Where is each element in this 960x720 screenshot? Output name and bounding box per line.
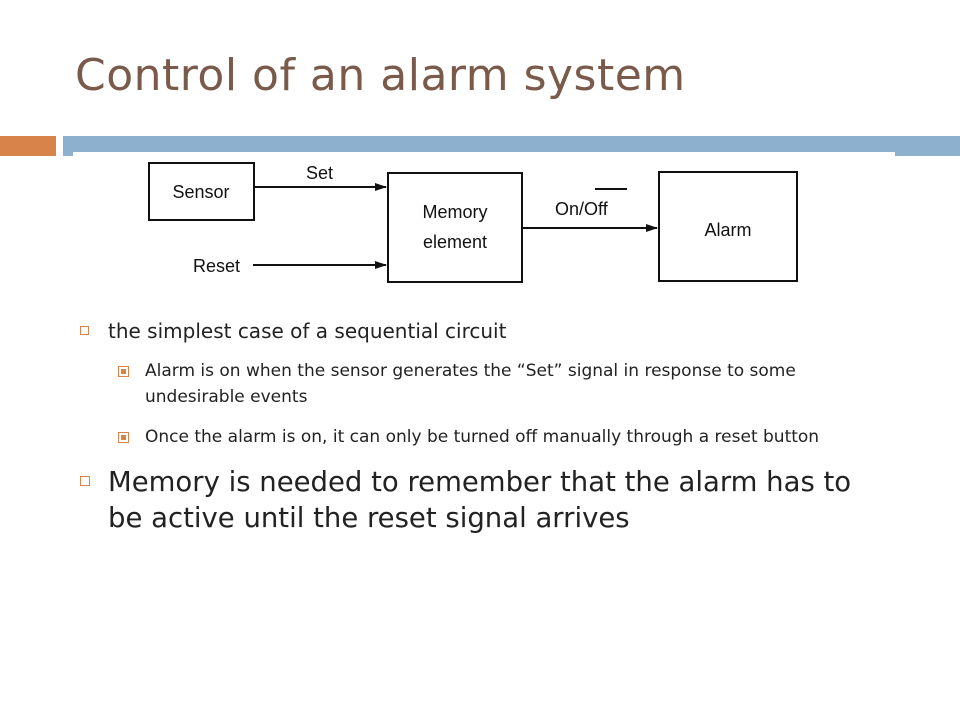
- title-underline-bar: [63, 136, 960, 156]
- reset-label: Reset: [193, 256, 240, 276]
- alarm-block-diagram: Sensor Set Reset Memory element On/Off A…: [73, 152, 895, 290]
- sub-bullet-item: Alarm is on when the sensor generates th…: [78, 358, 878, 410]
- sub-bullet-item: Once the alarm is on, it can only be tur…: [78, 424, 878, 450]
- sub-bullet-text: Once the alarm is on, it can only be tur…: [145, 427, 820, 447]
- accent-bar: [0, 136, 56, 156]
- alarm-label: Alarm: [704, 220, 751, 240]
- bullet-text: Memory is needed to remember that the al…: [108, 466, 852, 534]
- sub-bullet-text: Alarm is on when the sensor generates th…: [145, 361, 796, 407]
- filled-square-bullet-icon: [118, 432, 129, 443]
- on-off-label: On/Off: [555, 199, 609, 219]
- bullet-item: Memory is needed to remember that the al…: [78, 464, 878, 536]
- memory-label-line1: Memory: [422, 202, 487, 222]
- bullet-text: the simplest case of a sequential circui…: [108, 319, 507, 343]
- on-label: On/: [555, 199, 584, 219]
- slide-title: Control of an alarm system: [75, 50, 686, 101]
- alarm-block: [658, 171, 798, 282]
- square-bullet-icon: [80, 476, 90, 486]
- memory-element-block: [387, 172, 523, 283]
- bullet-list: the simplest case of a sequential circui…: [78, 318, 878, 550]
- square-bullet-icon: [80, 326, 89, 335]
- memory-label-line2: element: [423, 232, 487, 252]
- off-label: Off: [584, 199, 609, 219]
- sensor-label: Sensor: [172, 182, 229, 202]
- set-label: Set: [306, 163, 333, 183]
- bullet-item: the simplest case of a sequential circui…: [78, 318, 878, 344]
- block-diagram-svg: Sensor Set Reset Memory element On/Off A…: [148, 162, 798, 283]
- sensor-block: [148, 162, 255, 221]
- filled-square-bullet-icon: [118, 366, 129, 377]
